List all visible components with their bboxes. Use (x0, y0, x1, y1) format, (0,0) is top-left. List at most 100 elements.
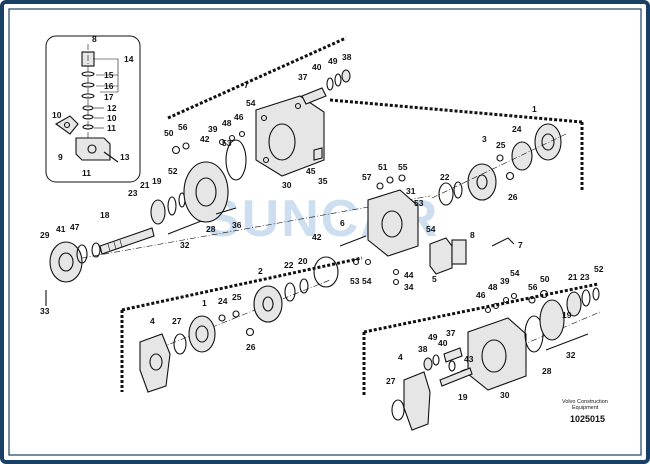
retainer-24-upper (511, 141, 533, 171)
callout-28-lower: 28 (542, 366, 552, 376)
fitting-37-lower (443, 347, 463, 363)
callout-23-upper: 23 (128, 188, 138, 198)
callout-10-inset-left: 10 (52, 110, 62, 120)
inset-bolt (103, 151, 119, 163)
dash-upper-right-a (329, 98, 583, 124)
swash-plate-4-lower (139, 333, 171, 393)
screw-44 (392, 268, 400, 276)
inset-block (75, 137, 111, 161)
callout-29: 29 (40, 230, 50, 240)
cylinder-block-3-bore (476, 174, 488, 190)
callout-46-upper: 46 (234, 112, 244, 122)
drive-shaft-lower (439, 367, 473, 387)
callout-56-lower: 56 (528, 282, 538, 292)
retainer-27-lower-right (391, 399, 405, 421)
ball-25-upper (496, 154, 504, 162)
shaft-spline-2 (113, 241, 117, 250)
end-cover (49, 241, 83, 283)
plug-38-upper (341, 69, 351, 83)
lower-left-axis (149, 279, 331, 353)
callout-10-inset-right: 10 (107, 113, 117, 123)
callout-16: 16 (104, 81, 114, 91)
bearing-23 (150, 199, 166, 225)
ring-40-lower (448, 360, 456, 372)
screw-54-valve (364, 258, 372, 266)
callout-24-lower: 24 (218, 296, 228, 306)
valve-plate-2-bore (262, 296, 274, 312)
callout-54-upper: 54 (246, 98, 256, 108)
callout-21-upper: 21 (140, 180, 150, 190)
inset-leader-14 (93, 58, 119, 93)
callout-19-lower-shaft: 19 (458, 392, 468, 402)
solenoid-coil (451, 239, 467, 265)
callout-9: 9 (58, 152, 63, 162)
callout-35: 35 (318, 176, 328, 186)
callout-40-upper: 40 (312, 62, 322, 72)
screw-57 (376, 182, 384, 190)
callout-48-upper: 48 (222, 118, 232, 128)
ring-21 (167, 196, 177, 216)
callout-46-lower: 46 (476, 290, 486, 300)
piston-set-1-upper (534, 123, 562, 161)
callout-36: 36 (232, 220, 242, 230)
callout-41: 41 (56, 224, 66, 234)
inner-border (8, 8, 642, 456)
plug-45 (313, 147, 323, 161)
callout-44: 44 (404, 270, 414, 280)
inset-plate (54, 115, 79, 135)
regulator-inset (45, 35, 141, 183)
shaft-spline-1 (107, 243, 111, 252)
callout-22-lower: 22 (284, 260, 294, 270)
main-housing-bore (268, 123, 296, 161)
callout-39-lower: 39 (500, 276, 510, 286)
callout-25-upper: 25 (496, 140, 506, 150)
callout-54-valve: 54 (362, 276, 372, 286)
callout-53-upper: 53 (222, 138, 232, 148)
screw-51 (386, 176, 394, 184)
callout-32-lower: 32 (566, 350, 576, 360)
seal-41 (76, 244, 88, 264)
callout-30-lower: 30 (500, 390, 510, 400)
seal-47 (91, 242, 101, 258)
inset-frame (45, 35, 141, 183)
bearing-19-lower (566, 291, 582, 317)
plug-38-lower (423, 357, 433, 371)
screw-46-upper (238, 130, 246, 138)
callout-26-lower: 26 (246, 342, 256, 352)
upper-rotating-group (431, 123, 567, 206)
callout-40-lower: 40 (438, 338, 448, 348)
callout-19-upper: 19 (152, 176, 162, 186)
callout-17: 17 (104, 92, 114, 102)
callout-1-upper: 1 (532, 104, 537, 114)
callout-20: 20 (298, 256, 308, 266)
swash-housing-bore (195, 177, 217, 207)
shoe-26-upper (505, 171, 515, 181)
callout-15: 15 (104, 70, 114, 80)
inset-block-port (87, 144, 97, 154)
ring-21-lower (581, 289, 591, 307)
callout-4-lower-right: 4 (398, 352, 403, 362)
callout-6: 6 (340, 218, 345, 228)
fitting-37 (301, 87, 327, 105)
ring-49-lower (432, 354, 440, 366)
lower-rotating-group (139, 278, 331, 393)
callout-27-lower-left: 27 (172, 316, 182, 326)
shoe-26-lower (245, 327, 255, 337)
housing-bolt-1 (260, 114, 268, 122)
piston-set-1-lower-inner (195, 325, 209, 343)
lower-right-axis (439, 311, 601, 381)
piston-set-1-lower (188, 315, 216, 353)
callout-8-inset: 8 (92, 34, 97, 44)
callout-49-lower: 49 (428, 332, 438, 342)
callout-38-lower: 38 (418, 344, 428, 354)
callout-14: 14 (124, 54, 134, 64)
pin-6 (339, 235, 367, 247)
document-number: 1025015 (570, 414, 605, 424)
callout-19-lower-right: 19 (562, 310, 572, 320)
screw-55 (398, 174, 406, 182)
plug-56-upper (182, 142, 190, 150)
ring-20 (299, 278, 309, 294)
callout-52-lower: 52 (594, 264, 604, 274)
callout-37-lower: 37 (446, 328, 456, 338)
ball-24-lower (218, 314, 226, 322)
